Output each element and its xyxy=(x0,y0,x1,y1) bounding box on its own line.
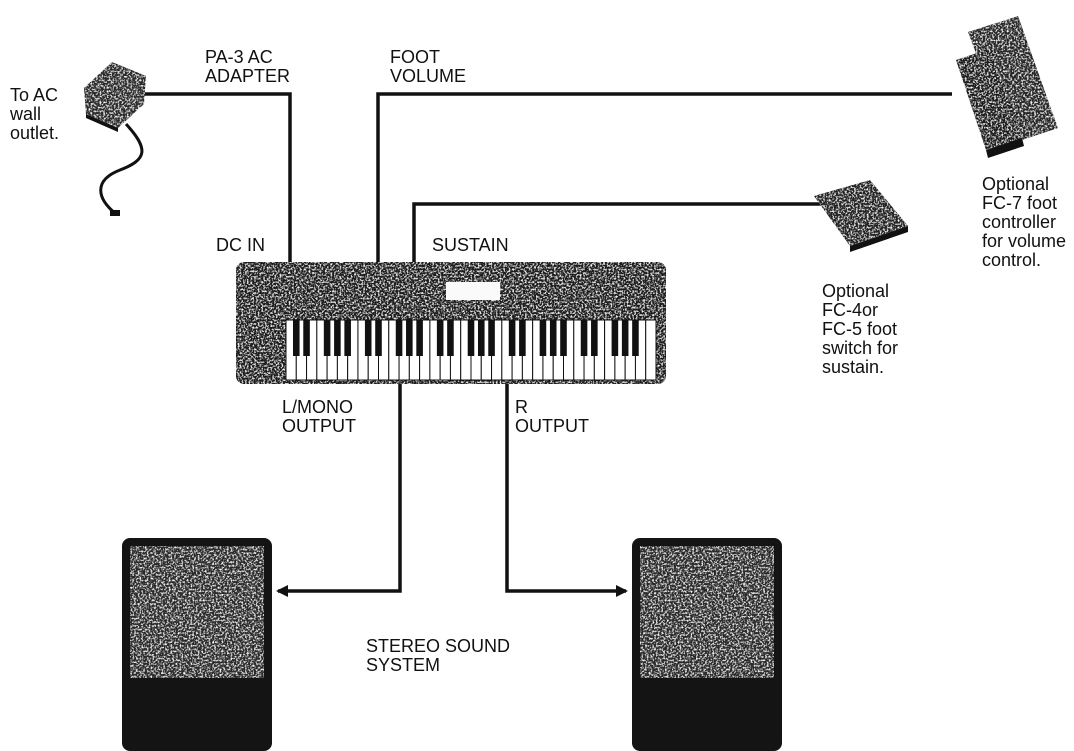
black-key xyxy=(488,320,495,356)
adapter-cable xyxy=(142,92,292,262)
pa3-adapter-label: PA-3 AC ADAPTER xyxy=(205,47,291,86)
black-key xyxy=(560,320,567,356)
ac-adapter-icon xyxy=(84,62,146,216)
black-key xyxy=(467,320,475,356)
foot-volume-cable xyxy=(376,92,952,262)
black-key xyxy=(621,320,629,356)
fc4-foot-switch-icon xyxy=(814,180,908,252)
l-mono-output-label: L/MONO OUTPUT xyxy=(282,397,356,436)
cables xyxy=(142,92,952,597)
black-key xyxy=(549,320,557,356)
black-key xyxy=(632,320,639,356)
fc7-foot-controller-icon xyxy=(956,16,1058,158)
black-key xyxy=(406,320,413,356)
black-key xyxy=(395,320,403,356)
black-key xyxy=(375,320,382,356)
black-key xyxy=(364,320,372,356)
sustain-label: SUSTAIN xyxy=(432,235,509,255)
black-key xyxy=(477,320,485,356)
foot-volume-label: FOOT VOLUME xyxy=(390,47,467,86)
left-speaker xyxy=(122,538,272,751)
right-output-cable xyxy=(505,383,628,597)
black-key xyxy=(416,320,423,356)
black-key xyxy=(539,320,547,356)
black-key xyxy=(508,320,516,356)
black-key xyxy=(519,320,526,356)
keyboard-instrument xyxy=(236,262,666,384)
r-output-label: R OUTPUT xyxy=(515,397,589,436)
sustain-cable xyxy=(412,202,822,262)
right-speaker xyxy=(632,538,782,751)
black-key xyxy=(323,320,331,356)
keyboard-display xyxy=(446,282,500,300)
black-key xyxy=(344,320,351,356)
white-key xyxy=(645,319,657,381)
keyboard-keys xyxy=(285,319,657,381)
black-key xyxy=(580,320,588,356)
black-key xyxy=(611,320,619,356)
dc-in-label: DC IN xyxy=(216,235,265,255)
fc4-description: Optional FC-4or FC-5 foot switch for sus… xyxy=(822,281,899,377)
black-key xyxy=(303,320,310,356)
black-key xyxy=(447,320,454,356)
black-key xyxy=(591,320,598,356)
black-key xyxy=(292,320,300,356)
black-key xyxy=(334,320,341,356)
fc7-description: Optional FC-7 foot controller for volume… xyxy=(982,174,1067,270)
stereo-system-label: STEREO SOUND SYSTEM xyxy=(366,636,511,675)
left-output-cable xyxy=(276,383,402,597)
ac-outlet-label: To AC wall outlet. xyxy=(10,85,60,143)
black-key xyxy=(436,320,444,356)
